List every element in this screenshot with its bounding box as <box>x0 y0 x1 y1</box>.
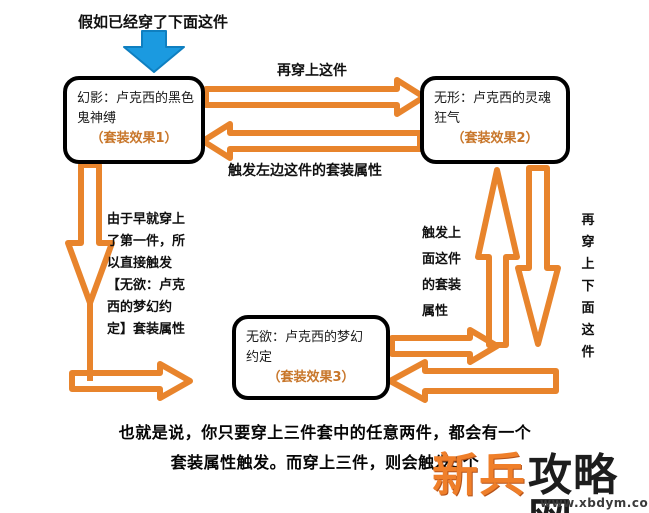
flow-arrow-icon-bottom-right <box>69 361 193 401</box>
item-box-3-set-effect: （套装效果3） <box>267 370 355 385</box>
right-vertical-note-label: 再穿上下面这件 <box>581 213 595 360</box>
flow-arrow-icon-right-down <box>515 165 561 347</box>
item-box-2[interactable]: 无形：卢克西的灵魂 狂气 （套装效果2） <box>420 76 570 164</box>
flow-arrow-icon-top-right <box>203 77 427 117</box>
item-box-3[interactable]: 无欲：卢克西的梦幻 约定 （套装效果3） <box>232 315 390 400</box>
item-box-3-title: 无欲：卢克西的梦幻 <box>246 330 364 345</box>
down-arrow-icon <box>123 30 185 73</box>
item-box-2-set-effect: （套装效果2） <box>451 131 539 146</box>
watermark-brand-orange: 新兵 <box>432 448 526 502</box>
summary-text: 也就是说，你只要穿上三件套中的任意两件，都会有一个 套装属性触发。而穿上三件，则… <box>118 423 532 472</box>
flow-arrow-icon-top-left <box>200 121 423 161</box>
item-box-1[interactable]: 幻影：卢克西的黑色 鬼神缚 （套装效果1） <box>63 76 205 164</box>
flow-arrow-icon-bottom-left <box>387 359 559 403</box>
watermark-url: www.xbdym.com <box>540 496 649 510</box>
item-box-1-title: 幻影：卢克西的黑色 <box>77 91 195 106</box>
item-box-3-subtitle: 约定 <box>246 350 273 365</box>
flow-arrow-icon-right-up <box>475 167 520 348</box>
top-instruction-label: 假如已经穿了下面这件 <box>78 13 229 31</box>
flow-arrow-icon-left-down <box>65 162 115 306</box>
item-box-2-title: 无形：卢克西的灵魂 <box>434 91 552 106</box>
flow-arrow-icon-mid-right <box>389 327 500 365</box>
item-box-1-subtitle: 鬼神缚 <box>77 111 117 126</box>
item-box-2-subtitle: 狂气 <box>434 111 461 126</box>
top-arrow-label: 再穿上这件 <box>277 63 347 79</box>
item-box-1-set-effect: （套装效果1） <box>90 131 178 146</box>
watermark-brand-dark: 攻略网 <box>528 450 618 513</box>
left-note-label: 由于早就穿上 了第一件，所 以直接触发 【无欲：卢克 西的梦幻约 定】套装属性 <box>107 212 186 337</box>
right-inner-note-label: 触发上 面这件 的套装 属性 <box>422 226 462 319</box>
mid-arrow-label: 触发左边这件的套装属性 <box>228 163 382 179</box>
